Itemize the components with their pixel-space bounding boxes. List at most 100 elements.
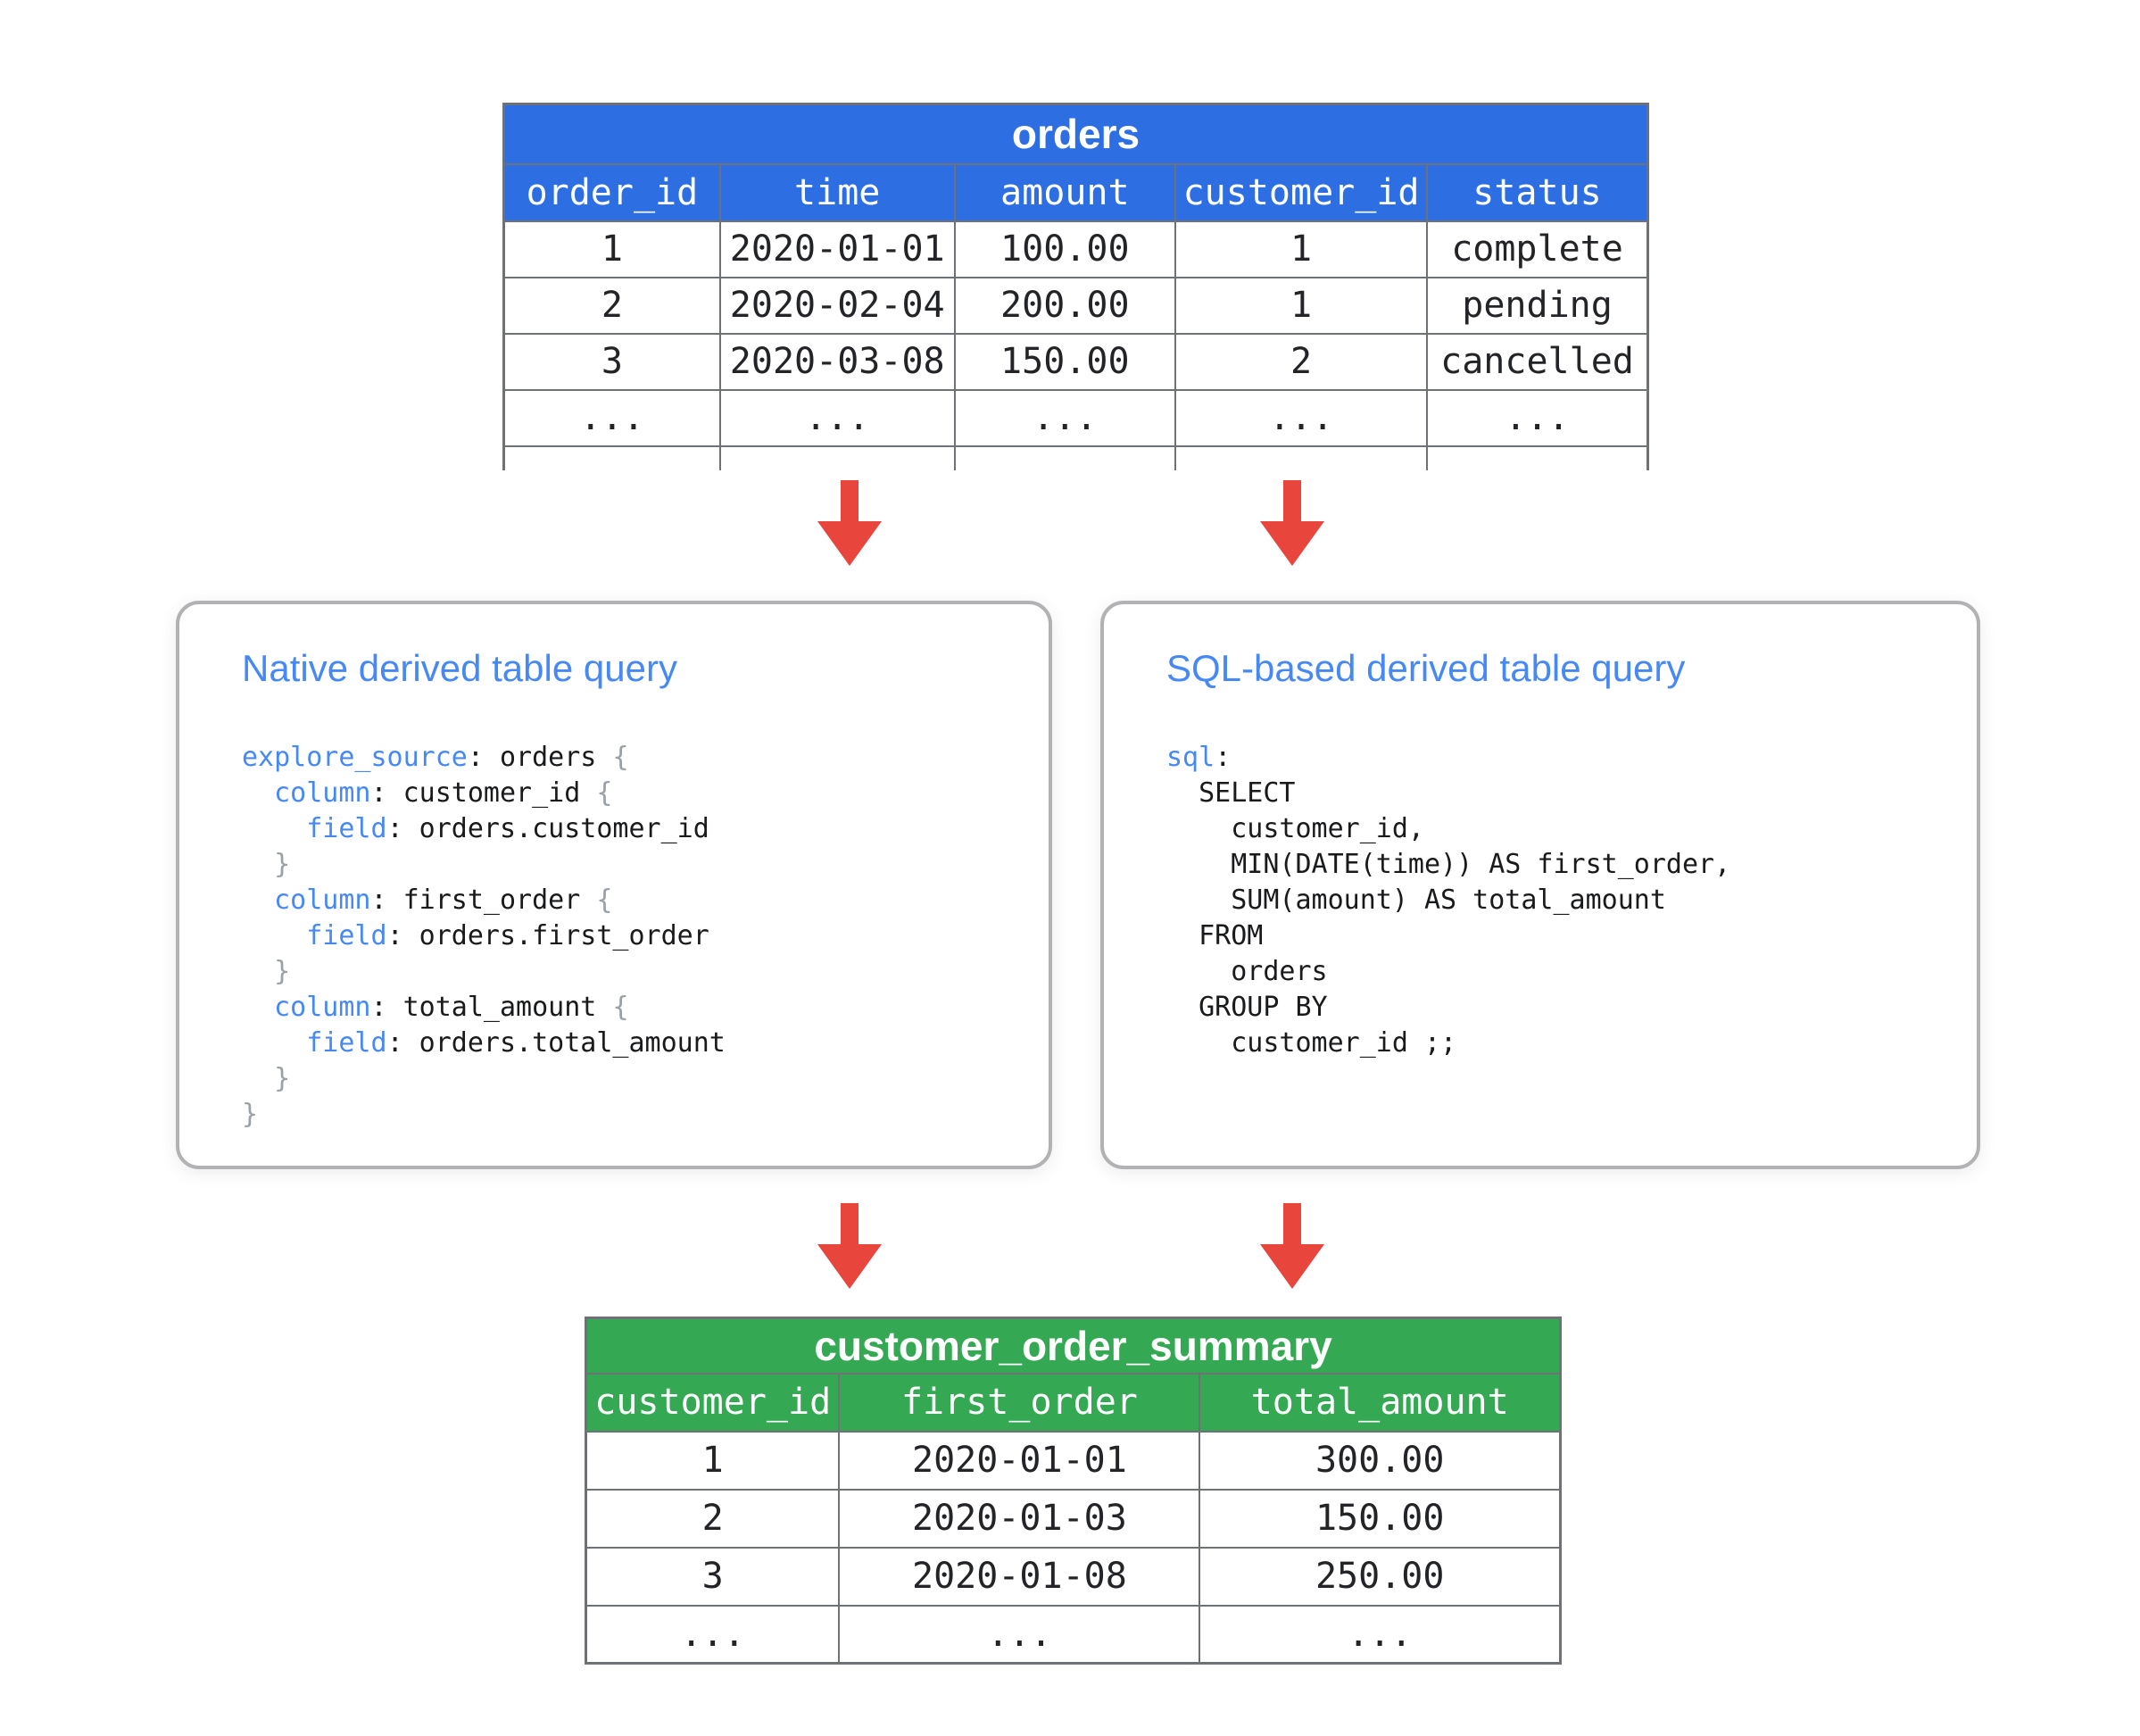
- table-cell: 2: [1174, 332, 1429, 391]
- column-header: order_id: [502, 162, 721, 222]
- code-line: SUM(amount) AS total_amount: [1166, 885, 1666, 916]
- table-cell: 2020-01-01: [838, 1430, 1201, 1491]
- arrow-head: [1260, 1244, 1324, 1289]
- table-cell: complete: [1426, 220, 1649, 278]
- arrow-shaft: [841, 480, 858, 521]
- code-line: GROUP BY: [1166, 992, 1328, 1023]
- code-line: FROM: [1166, 920, 1264, 951]
- native-query-card: Native derived table query explore_sourc…: [176, 601, 1052, 1169]
- code-line: }: [274, 1063, 291, 1094]
- table-cell: ...: [1199, 1604, 1562, 1665]
- column-header: status: [1426, 162, 1649, 222]
- code-line: field: orders.total_amount: [306, 1027, 726, 1059]
- card-title: SQL-based derived table query: [1166, 647, 1686, 689]
- code-line: column: total_amount {: [274, 992, 629, 1023]
- table-row: ...............: [502, 388, 1649, 447]
- code-line: field: orders.customer_id: [306, 813, 709, 844]
- table-cell: cancelled: [1426, 332, 1649, 391]
- table-cell: 1: [502, 220, 721, 278]
- table-cell: 1: [1174, 276, 1429, 335]
- code-line: column: customer_id {: [274, 777, 613, 809]
- table-cell: ...: [502, 388, 721, 447]
- code-line: MIN(DATE(time)) AS first_order,: [1166, 849, 1731, 880]
- orders-title-row: orders: [502, 103, 1649, 165]
- table-cell: pending: [1426, 276, 1649, 335]
- down-arrow: [817, 480, 882, 566]
- column-header: amount: [953, 162, 1177, 222]
- arrow-head: [817, 1244, 882, 1289]
- down-arrow: [1260, 480, 1324, 566]
- sql-query-card: SQL-based derived table query sql: SELEC…: [1100, 601, 1980, 1169]
- summary-title-row: customer_order_summary: [585, 1317, 1562, 1375]
- orders-table-title: orders: [502, 103, 1649, 165]
- table-cell: 100.00: [953, 220, 1177, 278]
- table-cell: 150.00: [1199, 1488, 1562, 1549]
- code-line: }: [274, 956, 291, 987]
- code-line: sql:: [1166, 742, 1232, 773]
- table-cell: 2: [502, 276, 721, 335]
- table-cell: 1: [585, 1430, 841, 1491]
- column-header: time: [718, 162, 956, 222]
- code-line: orders: [1166, 956, 1328, 987]
- column-header: total_amount: [1199, 1372, 1562, 1433]
- table-cell: ...: [953, 388, 1177, 447]
- table-cell: 200.00: [953, 276, 1177, 335]
- code-line: field: orders.first_order: [306, 920, 709, 951]
- down-arrow: [817, 1203, 882, 1289]
- down-arrow: [1260, 1203, 1324, 1289]
- table-cell: [718, 444, 956, 470]
- table-cell: 2020-01-01: [718, 220, 956, 278]
- table-cell: 2020-03-08: [718, 332, 956, 391]
- table-row: .........: [585, 1604, 1562, 1665]
- table-cell: ...: [1174, 388, 1429, 447]
- table-cell: ...: [585, 1604, 841, 1665]
- table-cell: 2020-01-08: [838, 1546, 1201, 1607]
- table-cell: 3: [502, 332, 721, 391]
- arrow-shaft: [1283, 1203, 1301, 1244]
- table-cell: 3: [585, 1546, 841, 1607]
- code-line: customer_id,: [1166, 813, 1424, 844]
- code-line: explore_source: orders {: [242, 742, 629, 773]
- code-line: }: [242, 1099, 259, 1130]
- summary-table-title: customer_order_summary: [585, 1317, 1562, 1375]
- table-cell: 2: [585, 1488, 841, 1549]
- code-block: sql: SELECT customer_id, MIN(DATE(time))…: [1166, 740, 1977, 1061]
- code-line: customer_id ;;: [1166, 1027, 1457, 1059]
- arrow-shaft: [841, 1203, 858, 1244]
- table-cell: 150.00: [953, 332, 1177, 391]
- column-header: customer_id: [1174, 162, 1429, 222]
- table-cell: ...: [718, 388, 956, 447]
- table-cell: [502, 444, 721, 470]
- table-cell: 250.00: [1199, 1546, 1562, 1607]
- code-line: }: [274, 849, 291, 880]
- column-header: customer_id: [585, 1372, 841, 1433]
- table-cell: [1426, 444, 1649, 470]
- column-header: first_order: [838, 1372, 1201, 1433]
- code-block: explore_source: orders { column: custome…: [242, 740, 1049, 1133]
- table-cell: 2020-02-04: [718, 276, 956, 335]
- table-cell: [953, 444, 1177, 470]
- table-cell: 2020-01-03: [838, 1488, 1201, 1549]
- arrow-head: [817, 521, 882, 566]
- arrow-shaft: [1283, 480, 1301, 521]
- code-line: column: first_order {: [274, 885, 613, 916]
- card-title: Native derived table query: [242, 647, 677, 689]
- arrow-head: [1260, 521, 1324, 566]
- table-cell: ...: [838, 1604, 1201, 1665]
- truncated-row: [502, 444, 1649, 470]
- code-line: SELECT: [1166, 777, 1296, 809]
- table-cell: ...: [1426, 388, 1649, 447]
- table-cell: 300.00: [1199, 1430, 1562, 1491]
